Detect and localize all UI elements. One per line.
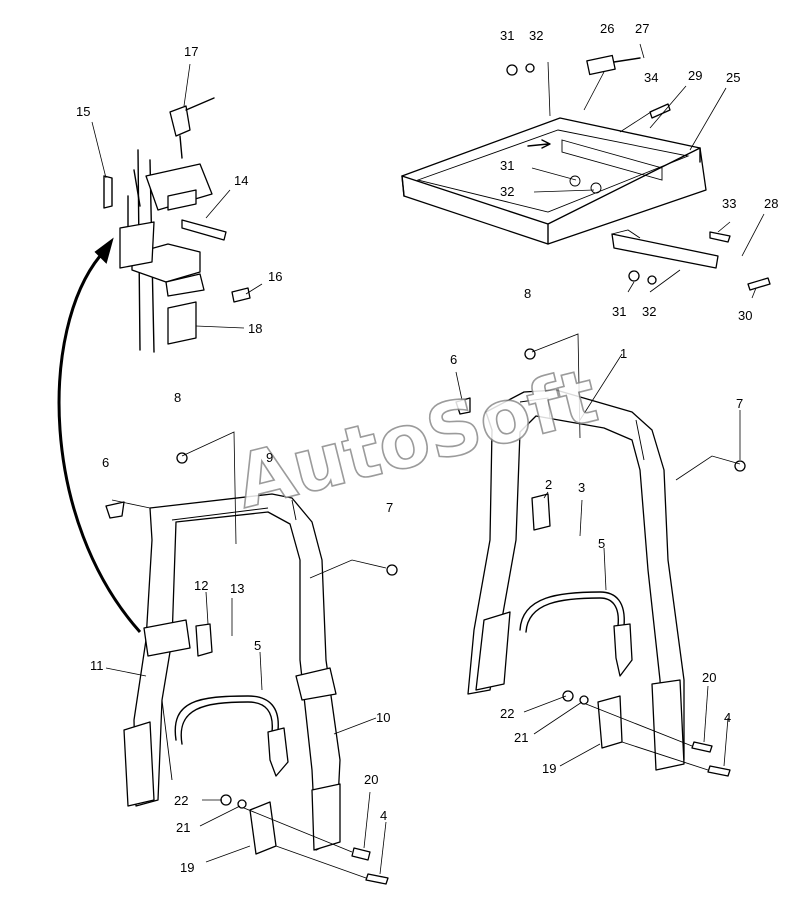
callout-28: 28 [764, 196, 778, 211]
callout-32-mid: 32 [500, 184, 514, 199]
callout-9: 9 [266, 450, 273, 465]
callout-31-low: 31 [612, 304, 626, 319]
callout-31: 31 [500, 28, 514, 43]
latch-detail-inset [103, 97, 251, 353]
callout-8-right: 8 [524, 286, 531, 301]
callout-4-left: 4 [380, 808, 387, 823]
left-leaders [105, 431, 387, 875]
callout-34: 34 [644, 70, 658, 85]
callout-14: 14 [234, 173, 248, 188]
right-seat-belt [519, 591, 633, 677]
callout-25: 25 [726, 70, 740, 85]
callout-19-left: 19 [180, 860, 194, 875]
callout-12: 12 [194, 578, 208, 593]
roof-rail [611, 229, 719, 269]
callout-2: 2 [545, 477, 552, 492]
callout-13: 13 [230, 581, 244, 596]
callout-3: 3 [578, 480, 585, 495]
callout-32: 32 [529, 28, 543, 43]
callout-21-right: 21 [514, 730, 528, 745]
callout-6-right: 6 [450, 352, 457, 367]
callout-5-right: 5 [598, 536, 605, 551]
roof-hardware [506, 54, 771, 291]
callout-19-right: 19 [542, 761, 556, 776]
callout-15: 15 [76, 104, 90, 119]
callout-22-left: 22 [174, 793, 188, 808]
callout-21-left: 21 [176, 820, 190, 835]
callout-numbers: 31 32 26 27 34 29 25 31 32 33 28 31 32 3… [76, 21, 778, 875]
callout-33: 33 [722, 196, 736, 211]
right-leaders [455, 333, 741, 767]
callout-29: 29 [688, 68, 702, 83]
callout-20-left: 20 [364, 772, 378, 787]
callout-4-right: 4 [724, 710, 731, 725]
callout-17: 17 [184, 44, 198, 59]
left-seat-belt [174, 695, 289, 777]
callout-27: 27 [635, 21, 649, 36]
left-hardware [220, 794, 389, 885]
right-hardware [562, 690, 731, 777]
inset-leaders [91, 63, 263, 329]
callout-20-right: 20 [702, 670, 716, 685]
callout-10: 10 [376, 710, 390, 725]
callout-32-low: 32 [642, 304, 656, 319]
callout-22-right: 22 [500, 706, 514, 721]
roof-leaders [531, 43, 765, 299]
left-rollbar-frame [105, 452, 398, 851]
callout-1: 1 [620, 346, 627, 361]
callout-8-left: 8 [174, 390, 181, 405]
callout-7-left: 7 [386, 500, 393, 515]
callout-31-mid: 31 [500, 158, 514, 173]
canopy-roof-panel [401, 117, 707, 245]
callout-30: 30 [738, 308, 752, 323]
callout-5-left: 5 [254, 638, 261, 653]
callout-18: 18 [248, 321, 262, 336]
callout-26: 26 [600, 21, 614, 36]
callout-7-right: 7 [736, 396, 743, 411]
callout-6-left: 6 [102, 455, 109, 470]
callout-16: 16 [268, 269, 282, 284]
detail-reference-arrow [57, 237, 142, 633]
callout-11: 11 [90, 658, 104, 673]
